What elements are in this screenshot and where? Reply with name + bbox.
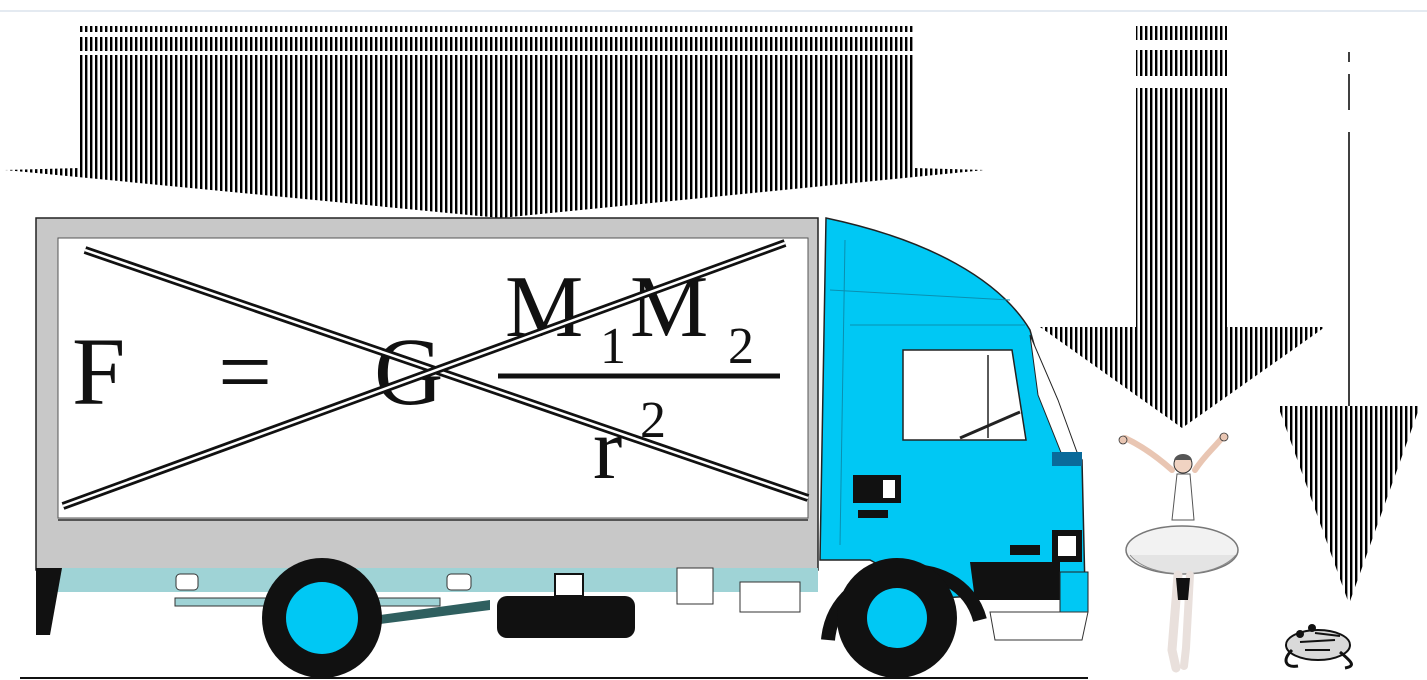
formula-r: r [593,401,622,498]
formula-f: F [72,318,125,425]
formula-m1-sub: 1 [600,318,626,375]
formula-equals: = [218,318,272,425]
formula-m2-sub: 2 [728,318,754,375]
ballerina [1119,433,1238,668]
medium-arrow [1040,26,1325,428]
frog [1286,624,1351,668]
large-arrow [5,26,985,218]
